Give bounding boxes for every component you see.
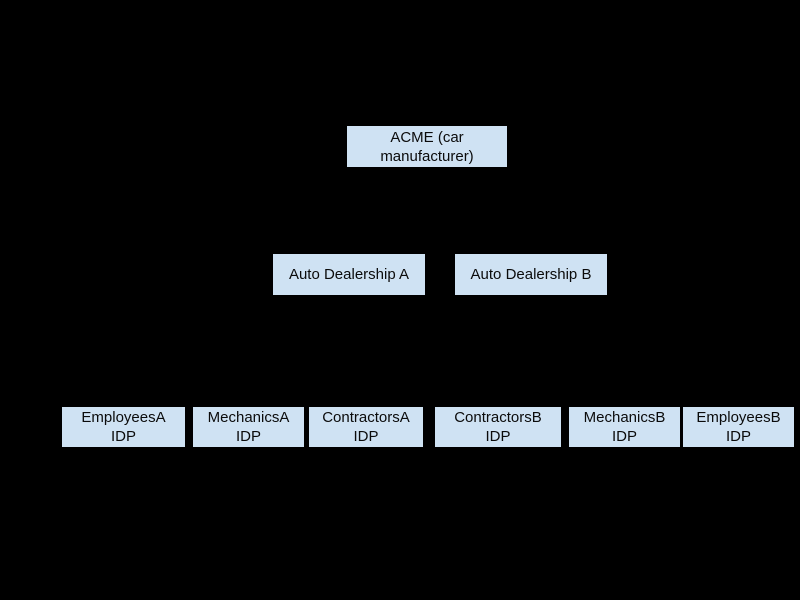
node-label-line: IDP: [110, 428, 136, 445]
node-label-line: manufacturer): [380, 147, 474, 165]
node-label-line: IDP: [235, 428, 261, 445]
node-label-line: IDP: [611, 428, 637, 445]
node-label-line: MechanicsB: [583, 409, 666, 426]
node-auto-dealership-a: Auto Dealership A: [273, 254, 425, 295]
node-label-line: ACME (car: [390, 128, 464, 146]
node-contractors-b-idp: ContractorsB IDP: [435, 407, 561, 447]
node-label-line: EmployeesA: [81, 409, 166, 426]
node-label-line: ContractorsB: [454, 409, 542, 426]
node-label-line: ContractorsA: [322, 409, 410, 426]
node-label-line: EmployeesB: [696, 409, 781, 426]
node-mechanics-b-idp: MechanicsB IDP: [569, 407, 680, 447]
node-label-line: IDP: [485, 428, 511, 445]
node-employees-a-idp: EmployeesA IDP: [62, 407, 185, 447]
node-mechanics-a-idp: MechanicsA IDP: [193, 407, 304, 447]
node-label-line: Auto Dealership B: [470, 266, 592, 283]
node-label-line: IDP: [725, 428, 751, 445]
node-auto-dealership-b: Auto Dealership B: [455, 254, 607, 295]
node-label-line: Auto Dealership A: [288, 266, 410, 283]
node-label-line: IDP: [353, 428, 379, 445]
node-employees-b-idp: EmployeesB IDP: [683, 407, 794, 447]
node-acme-car-manufacturer: ACME (car manufacturer): [347, 126, 507, 167]
node-contractors-a-idp: ContractorsA IDP: [309, 407, 423, 447]
node-label-line: MechanicsA: [207, 409, 290, 426]
